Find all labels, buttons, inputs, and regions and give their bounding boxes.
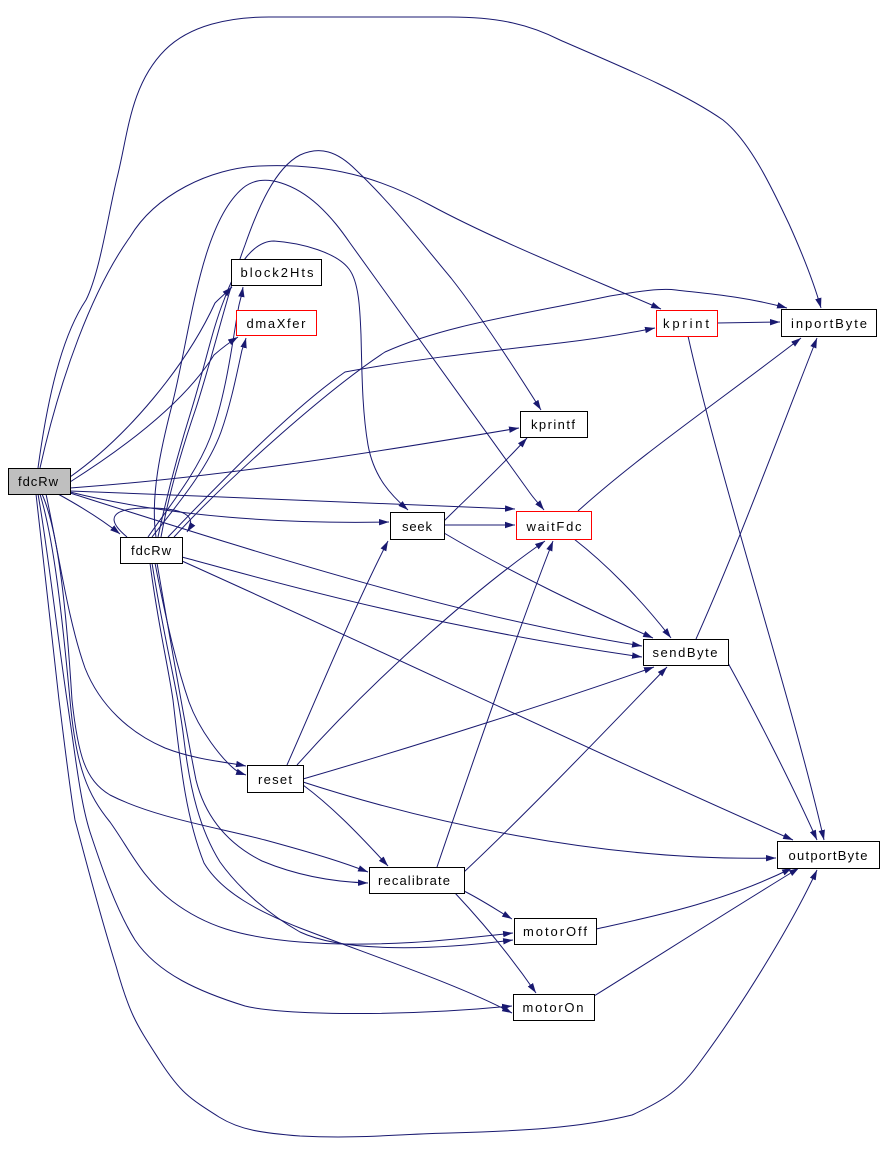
svg-text:seek: seek bbox=[402, 519, 433, 534]
svg-text:block2Hts: block2Hts bbox=[241, 265, 315, 280]
svg-text:reset: reset bbox=[258, 772, 292, 787]
svg-text:dmaXfer: dmaXfer bbox=[247, 316, 307, 331]
svg-text:motorOn: motorOn bbox=[523, 1000, 584, 1015]
svg-text:recalibrate: recalibrate bbox=[378, 873, 450, 888]
svg-text:motorOff: motorOff bbox=[523, 924, 587, 939]
svg-text:kprintf: kprintf bbox=[531, 417, 575, 432]
svg-text:sendByte: sendByte bbox=[653, 645, 718, 660]
svg-text:inportByte: inportByte bbox=[791, 316, 867, 331]
svg-text:waitFdc: waitFdc bbox=[526, 519, 583, 534]
svg-text:outportByte: outportByte bbox=[789, 848, 868, 863]
svg-text:kprint: kprint bbox=[663, 316, 709, 331]
svg-text:fdcRw: fdcRw bbox=[18, 474, 59, 489]
svg-text:fdcRw: fdcRw bbox=[131, 543, 172, 558]
